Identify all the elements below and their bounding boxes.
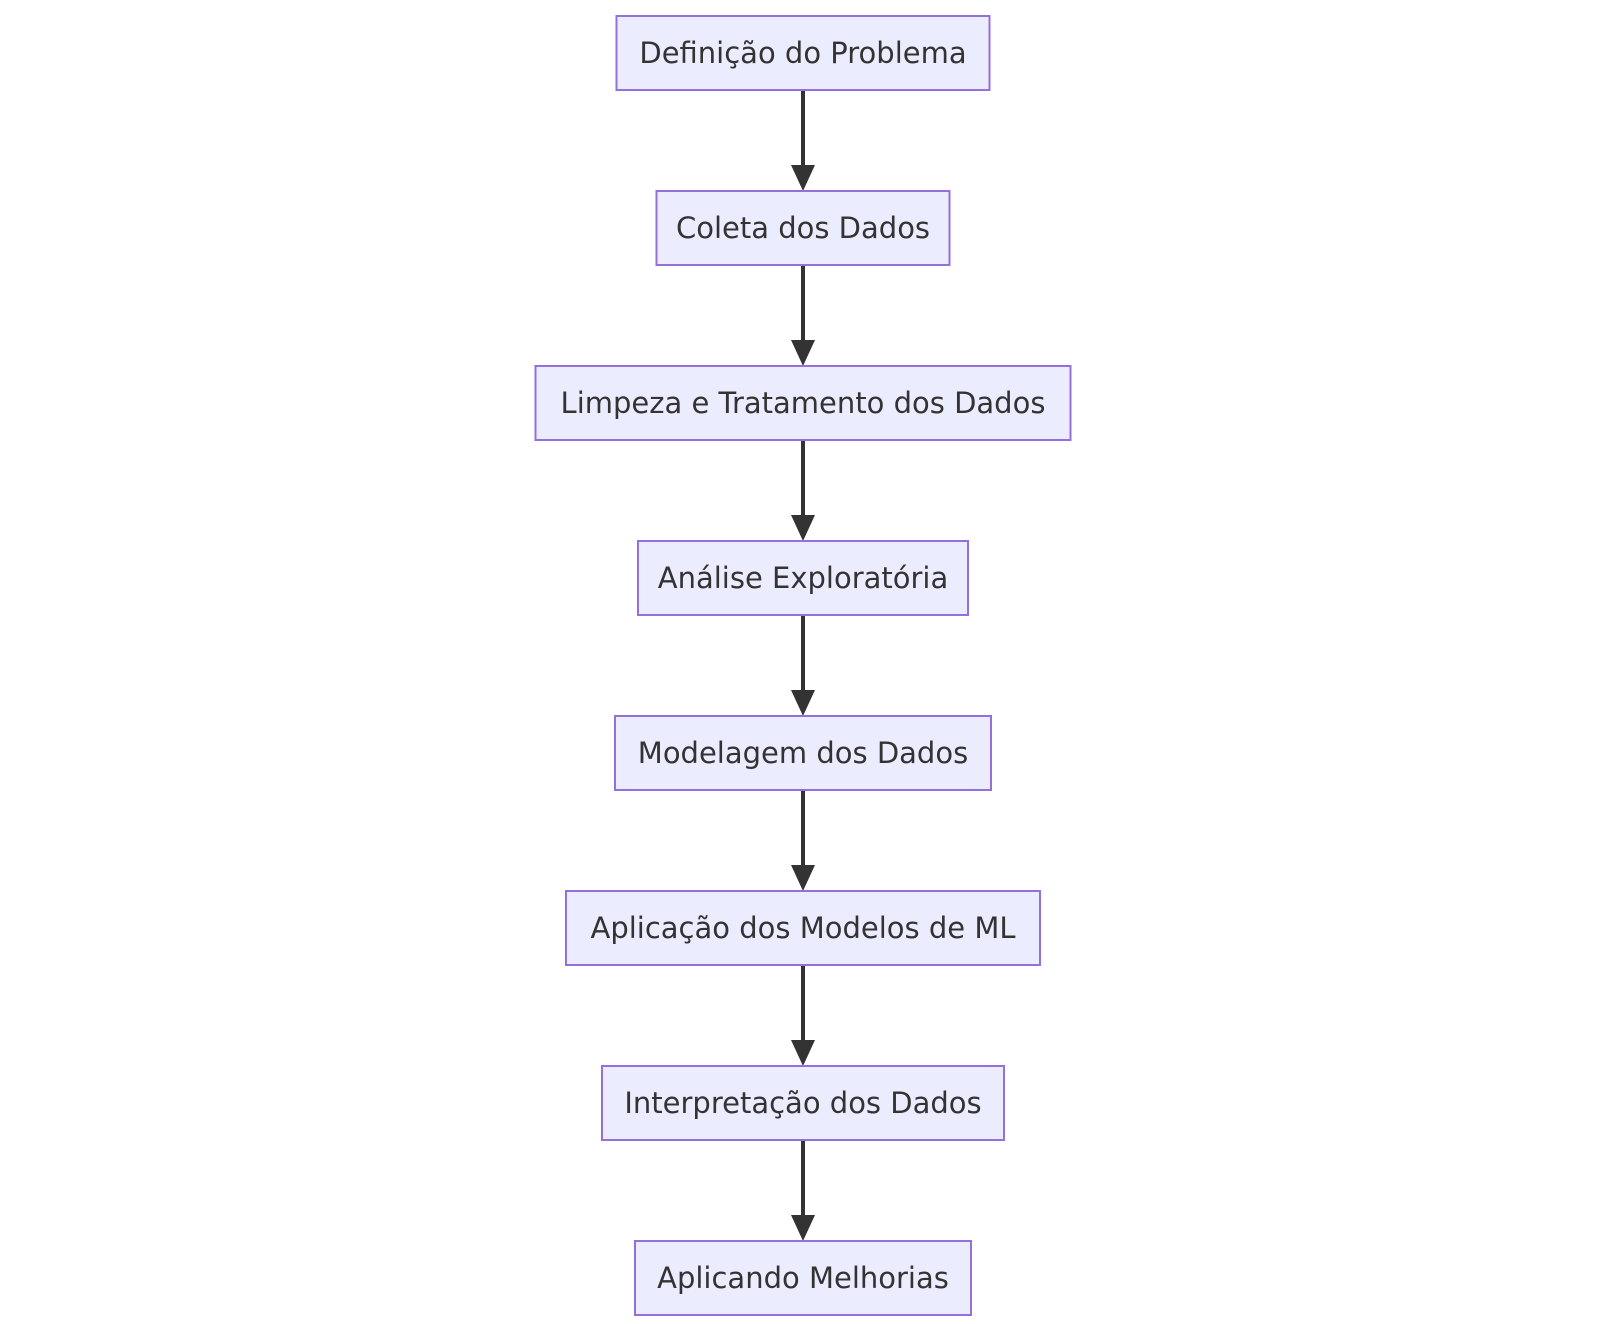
edge-interpret-to-improve [791, 1140, 815, 1241]
edge-model-to-apply [791, 790, 815, 891]
node-eda: Análise Exploratória [637, 540, 969, 616]
node-problem: Definição do Problema [615, 15, 991, 91]
node-box [634, 1240, 972, 1316]
node-label: Limpeza e Tratamento dos Dados [561, 386, 1046, 420]
node-apply: Aplicação dos Modelos de ML [565, 890, 1041, 966]
arrowhead-icon [791, 165, 815, 191]
edge-clean-to-eda [791, 440, 815, 541]
node-collect: Coleta dos Dados [655, 190, 951, 266]
node-improve: Aplicando Melhorias [634, 1240, 972, 1316]
arrowhead-icon [791, 1040, 815, 1066]
node-clean: Limpeza e Tratamento dos Dados [534, 365, 1072, 441]
node-label: Coleta dos Dados [676, 211, 930, 245]
node-label: Modelagem dos Dados [638, 736, 968, 770]
edge-apply-to-interpret [791, 965, 815, 1066]
node-box [534, 365, 1072, 441]
arrowhead-icon [791, 340, 815, 366]
edges-layer [791, 90, 815, 1241]
node-box [565, 890, 1041, 966]
edge-problem-to-collect [791, 90, 815, 191]
node-label: Definição do Problema [639, 36, 966, 70]
arrowhead-icon [791, 690, 815, 716]
node-label: Análise Exploratória [658, 561, 949, 595]
node-model: Modelagem dos Dados [614, 715, 992, 791]
node-label: Aplicando Melhorias [657, 1261, 949, 1295]
node-box [601, 1065, 1005, 1141]
arrowhead-icon [791, 515, 815, 541]
node-box [637, 540, 969, 616]
node-interpret: Interpretação dos Dados [601, 1065, 1005, 1141]
node-label: Aplicação dos Modelos de ML [590, 911, 1015, 945]
edge-eda-to-model [791, 615, 815, 716]
node-box [615, 15, 991, 91]
node-box [614, 715, 992, 791]
arrowhead-icon [791, 1215, 815, 1241]
node-box [655, 190, 951, 266]
arrowhead-icon [791, 865, 815, 891]
node-label: Interpretação dos Dados [624, 1086, 981, 1120]
edge-collect-to-clean [791, 265, 815, 366]
